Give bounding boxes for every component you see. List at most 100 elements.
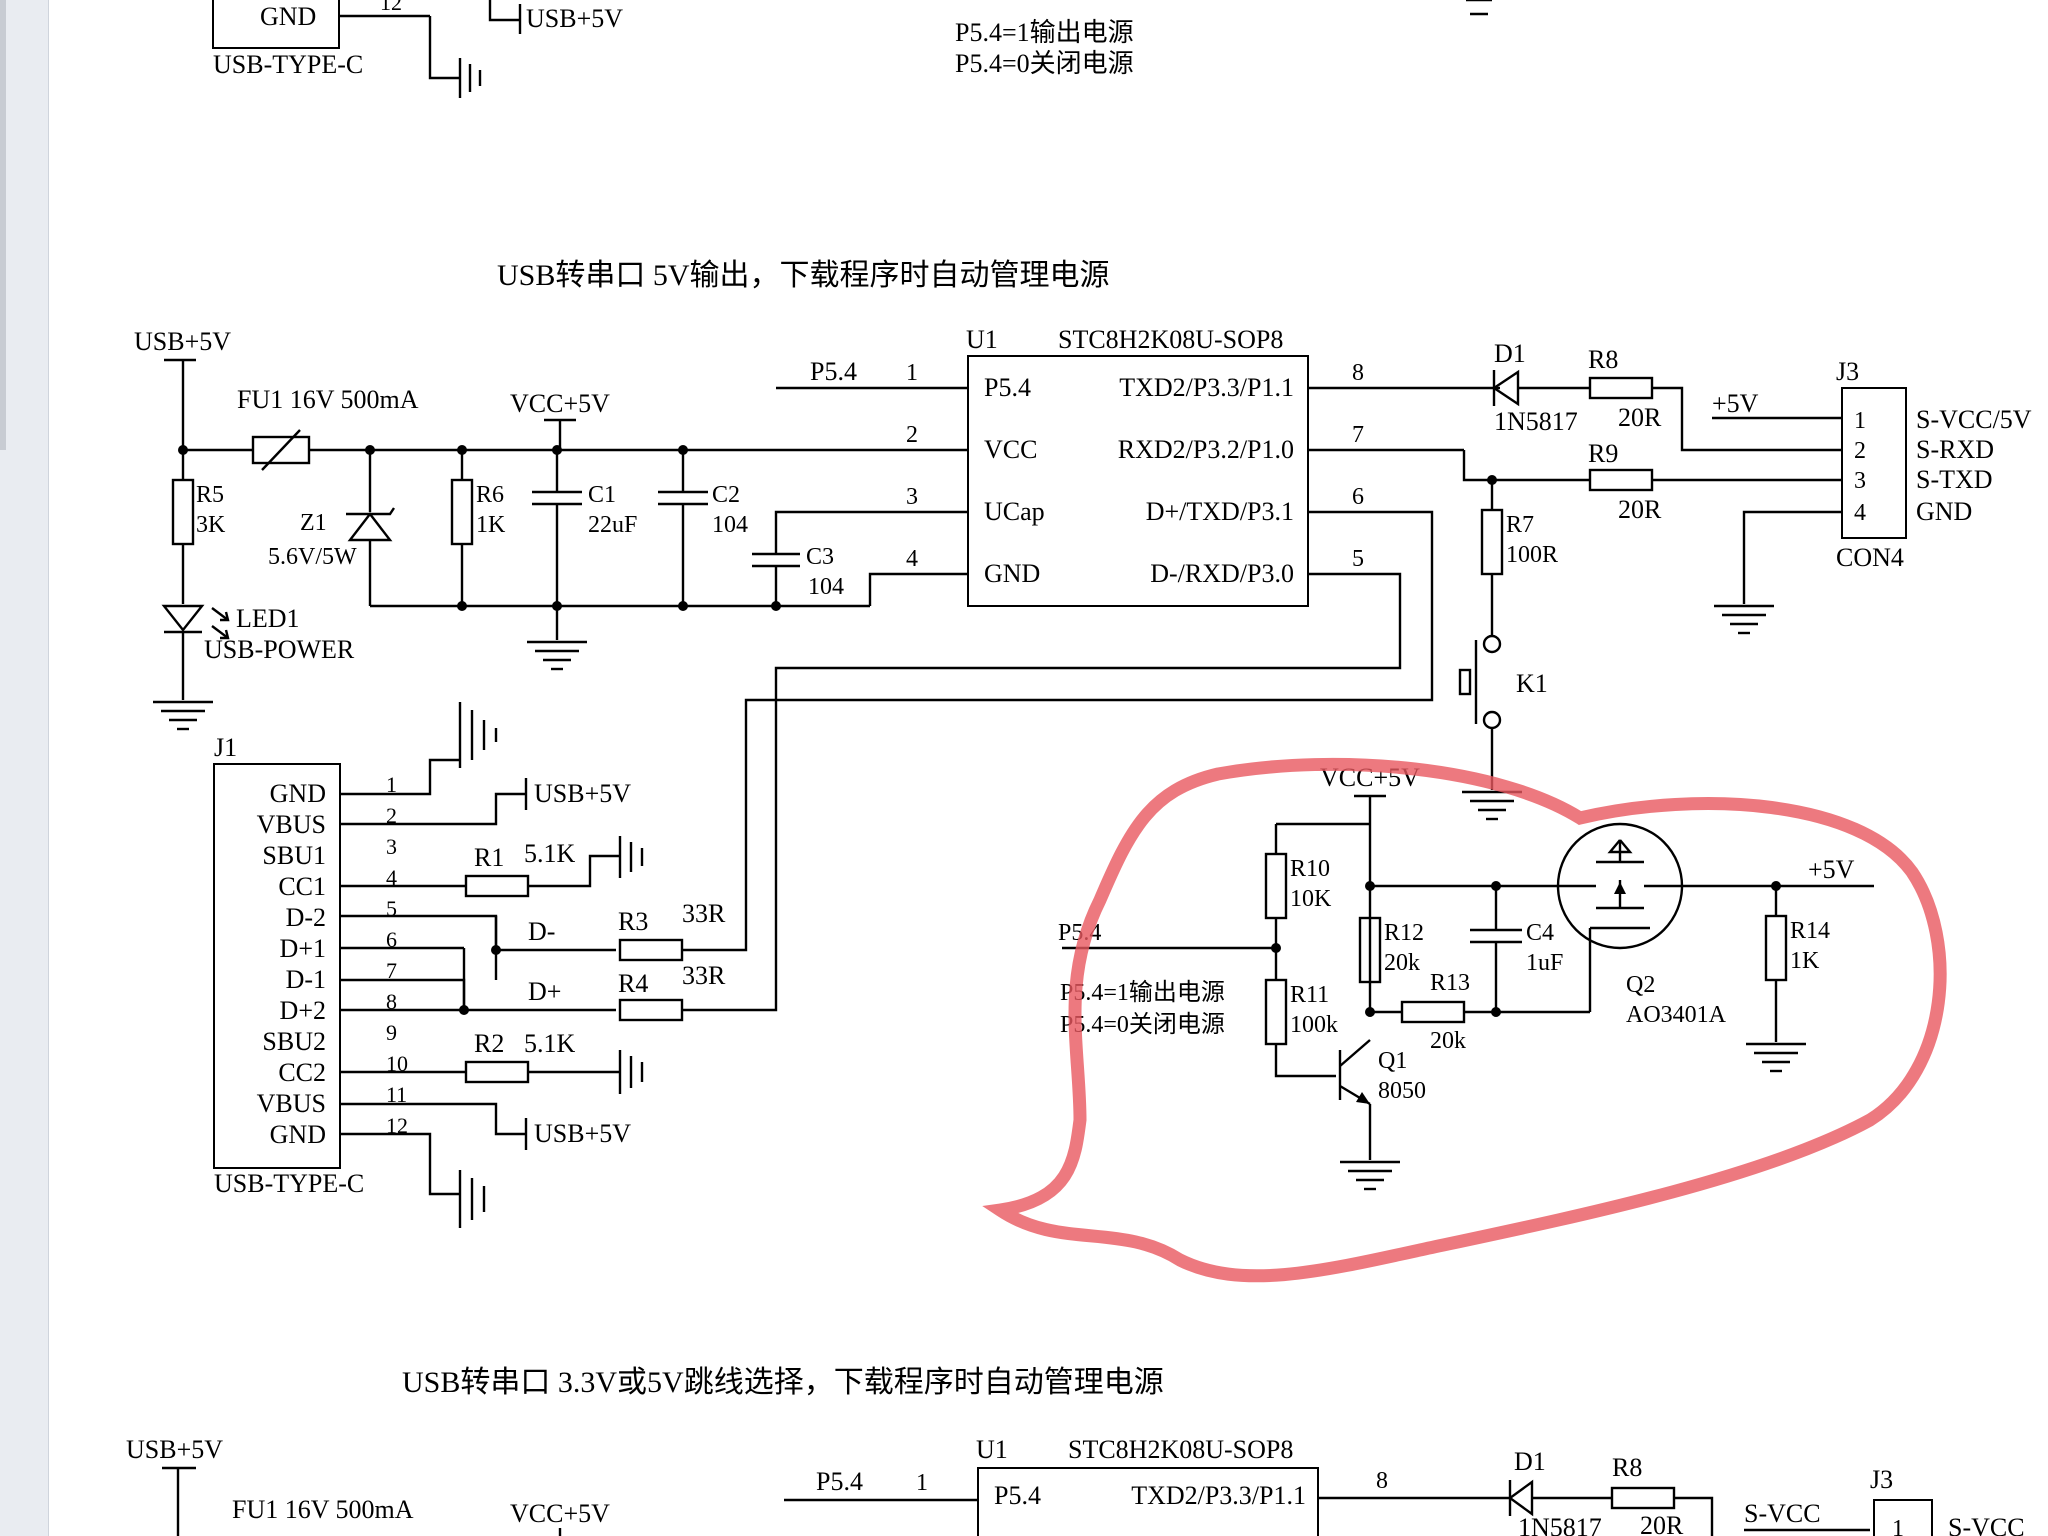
- label: 104: [712, 512, 748, 538]
- label: 1uF: [1526, 950, 1563, 976]
- resistor-r13: [1400, 1000, 1466, 1024]
- label: LED1: [236, 604, 300, 633]
- label: S-VCC: [1948, 1513, 2025, 1536]
- label: C1: [588, 482, 616, 508]
- label: S-VCC/5V: [1916, 405, 2032, 434]
- label: R5: [196, 482, 224, 508]
- pin-number: 3: [906, 484, 918, 510]
- pin-number: 7: [1352, 422, 1364, 448]
- label: AO3401A: [1626, 1002, 1727, 1028]
- label: C4: [1526, 920, 1554, 946]
- label: STC8H2K08U-SOP8: [1068, 1435, 1293, 1464]
- resistor-r7: [1480, 508, 1504, 576]
- label: 20R: [1618, 403, 1662, 432]
- hand-drawn-highlight: [982, 757, 1947, 1283]
- label: USB+5V: [534, 1119, 631, 1148]
- label: Q1: [1378, 1048, 1407, 1074]
- label: 20k: [1430, 1028, 1466, 1054]
- label: 1N5817: [1518, 1513, 1602, 1536]
- label: 33R: [682, 961, 726, 990]
- sidebar-tab[interactable]: [0, 0, 6, 450]
- pin-number: 1: [1892, 1516, 1904, 1536]
- resistor-r3: [618, 938, 684, 962]
- pin-number: 1: [916, 1470, 928, 1496]
- resistor-r4: [618, 998, 684, 1022]
- label: VCC+5V: [510, 1499, 610, 1528]
- label: R13: [1430, 970, 1470, 996]
- label: J3: [1870, 1465, 1893, 1494]
- resistor-r6: [450, 478, 474, 546]
- label: R12: [1384, 920, 1424, 946]
- j1-pin-number: 6: [386, 927, 397, 952]
- j1-pin-label: D-2: [286, 903, 326, 932]
- pin-label: D-/RXD/P3.0: [1150, 559, 1294, 588]
- ground-icon: [458, 58, 482, 98]
- pin-label: P5.4: [984, 373, 1031, 402]
- pin-label: P5.4: [994, 1481, 1041, 1510]
- ground-icon: [527, 640, 587, 671]
- label: S-VCC: [1744, 1499, 1821, 1528]
- transistor-q1: [1338, 1039, 1371, 1106]
- label: STC8H2K08U-SOP8: [1058, 325, 1283, 354]
- label: FU1 16V 500mA: [232, 1495, 414, 1524]
- pin-number: 2: [906, 422, 918, 448]
- pin-label: VCC: [984, 435, 1037, 464]
- label: 22uF: [588, 512, 637, 538]
- pin-number: 8: [1376, 1468, 1388, 1494]
- connector-j3: [1841, 387, 1907, 539]
- label: R3: [618, 907, 648, 936]
- label: K1: [1516, 669, 1548, 698]
- label: 104: [808, 574, 844, 600]
- diode-d1: [1507, 1479, 1534, 1517]
- power-switch-block: VCC+5V R10 10K P5.4 R11 100k Q1 8050 R12…: [982, 757, 1947, 1283]
- j1-pin-number: 10: [386, 1051, 408, 1076]
- label: R9: [1588, 439, 1618, 468]
- label: VCC+5V: [510, 389, 610, 418]
- resistor-r8: [1610, 1486, 1676, 1510]
- pin-label: RXD2/P3.2/P1.0: [1118, 435, 1294, 464]
- label: 10K: [1290, 886, 1332, 912]
- label: USB+5V: [126, 1435, 223, 1464]
- j1-pin-number: 5: [386, 896, 397, 921]
- resistor-r9: [1588, 468, 1654, 492]
- pin-number: 6: [1352, 484, 1364, 510]
- top-partial-section: GND 12 USB+5V USB-TYPE-C P5.4=1输出电源 P5.4…: [212, 0, 1492, 98]
- label: Q2: [1626, 972, 1655, 998]
- j1-pin-label: VBUS: [257, 810, 326, 839]
- label: 100R: [1506, 542, 1558, 568]
- label: FU1 16V 500mA: [237, 385, 419, 414]
- note: P5.4=1输出电源: [955, 18, 1134, 47]
- j1-pin-number: 2: [386, 803, 397, 828]
- j1-pin-label: SBU1: [262, 841, 326, 870]
- j1-pin-label: CC1: [278, 872, 326, 901]
- note: P5.4=1输出电源: [1060, 979, 1225, 1006]
- label: 5.6V/5W: [268, 544, 357, 570]
- pin-label: TXD2/P3.3/P1.1: [1119, 373, 1294, 402]
- note: P5.4=0关闭电源: [1060, 1011, 1225, 1038]
- label: 20k: [1384, 950, 1420, 976]
- label: R11: [1290, 982, 1329, 1008]
- ground-icon: [1714, 604, 1774, 635]
- net-label: P5.4: [816, 1467, 863, 1496]
- label: C3: [806, 544, 834, 570]
- note: P5.4=0关闭电源: [955, 49, 1134, 78]
- label: D1: [1514, 1447, 1546, 1476]
- label: D+: [528, 977, 561, 1006]
- label: GND: [260, 2, 316, 31]
- resistor-r10: [1264, 852, 1288, 920]
- label: USB-TYPE-C: [213, 50, 363, 79]
- j1-pin-number: 12: [386, 1113, 408, 1138]
- pin-label: GND: [984, 559, 1040, 588]
- j1-pin-label: D-1: [286, 965, 326, 994]
- label: J1: [214, 733, 237, 762]
- net-label: P5.4: [810, 357, 857, 386]
- label: CON4: [1836, 543, 1904, 572]
- fuse-fu1: [251, 429, 311, 471]
- label: +5V: [1808, 855, 1855, 884]
- label: J3: [1836, 357, 1859, 386]
- j1-pin-number: 1: [386, 772, 397, 797]
- j1-pin-label: D+2: [280, 996, 326, 1025]
- label: 12: [380, 0, 402, 15]
